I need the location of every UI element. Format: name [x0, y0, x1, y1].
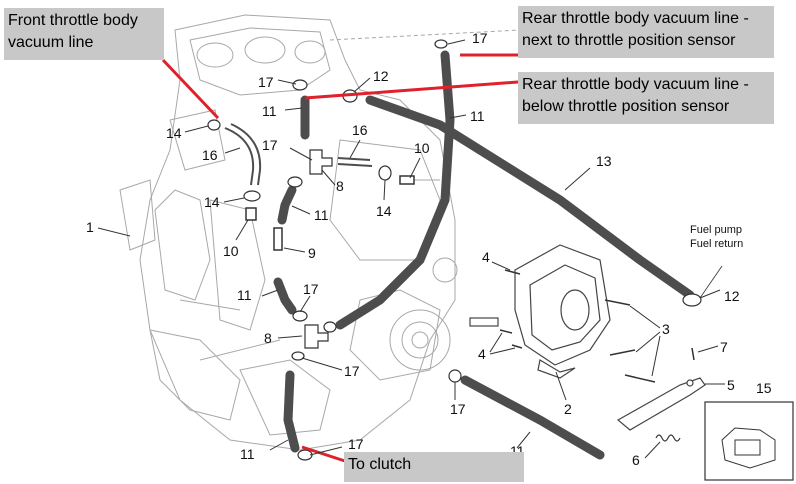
part-number: 12 — [373, 68, 389, 84]
bracket-5 — [616, 377, 706, 431]
bolts — [245, 175, 695, 383]
callout-rear-vacuum-below-tps: Rear throttle body vacuum line - below t… — [518, 72, 774, 124]
part-number: 11 — [240, 446, 255, 462]
red-pointers — [161, 53, 519, 464]
part-number: 11 — [314, 207, 329, 223]
part-number: 17 — [262, 137, 278, 153]
part-numbers: 17 17 12 11 11 14 16 17 16 10 13 8 14 11… — [86, 30, 772, 468]
part-number: 14 — [376, 203, 392, 219]
spring-6 — [655, 434, 681, 442]
part-number: 10 — [414, 140, 430, 156]
part-number: 3 — [662, 321, 670, 337]
fuel-pump-assembly — [469, 244, 611, 379]
fuel-return-label: Fuel return — [690, 238, 743, 250]
part-number: 17 — [258, 74, 274, 90]
part-number: 15 — [756, 380, 772, 396]
callout-front-vacuum-line: Front throttle body vacuum line — [4, 8, 164, 60]
part-number: 17 — [450, 401, 466, 417]
part-number: 14 — [204, 194, 220, 210]
part-number: 1 — [86, 219, 94, 235]
part-number: 2 — [564, 401, 572, 417]
part-number: 7 — [720, 339, 728, 355]
leader-lines — [97, 39, 725, 459]
callout-to-clutch: To clutch — [344, 452, 524, 482]
part-number: 10 — [223, 243, 239, 259]
part-number: 13 — [596, 153, 612, 169]
part-number: 4 — [478, 346, 486, 362]
part-number: 11 — [237, 287, 252, 303]
part-number: 16 — [202, 147, 218, 163]
part-number: 17 — [303, 281, 319, 297]
part-number: 14 — [166, 125, 182, 141]
fittings — [304, 149, 333, 349]
hose-16-lines — [224, 123, 373, 186]
part-number: 16 — [352, 122, 368, 138]
part-number: 4 — [482, 249, 490, 265]
callout-rear-vacuum-next-to-tps: Rear throttle body vacuum line - next to… — [518, 6, 774, 58]
part-number: 12 — [724, 288, 740, 304]
part-number: 6 — [632, 452, 640, 468]
hoses — [273, 50, 695, 460]
part-number: 17 — [472, 30, 488, 46]
part-number: 11 — [470, 108, 485, 124]
part-number: 9 — [308, 245, 316, 261]
part-number: 11 — [262, 103, 277, 119]
part-number: 8 — [336, 178, 344, 194]
part-number: 17 — [348, 436, 364, 452]
part-number: 17 — [344, 363, 360, 379]
part-number: 5 — [727, 377, 735, 393]
part-number: 8 — [264, 330, 272, 346]
engine-outline — [119, 14, 521, 451]
fuel-pump-label: Fuel pump — [690, 224, 742, 236]
inset-box-15 — [704, 401, 794, 481]
